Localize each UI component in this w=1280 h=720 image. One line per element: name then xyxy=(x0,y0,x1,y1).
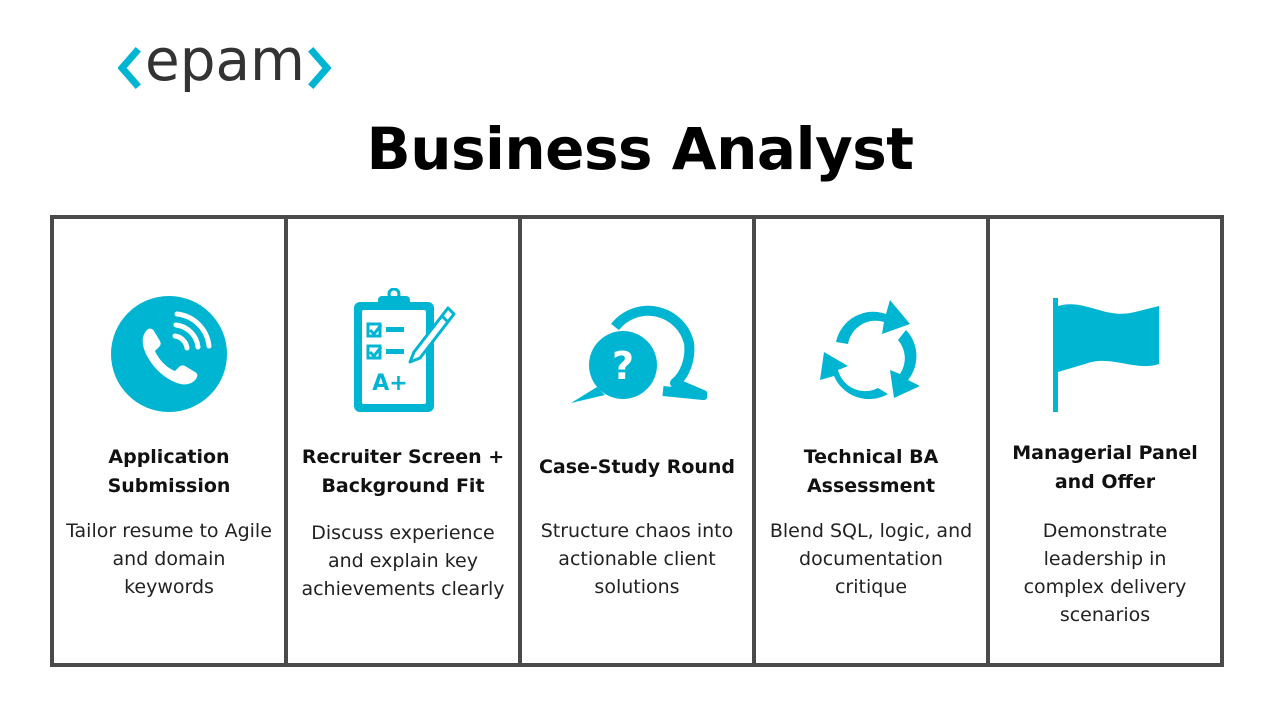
stage-title: Recruiter Screen + Background Fit xyxy=(301,446,505,497)
epam-logo-mark: epam xyxy=(118,30,332,94)
stage-description: Demonstrate leadership in complex delive… xyxy=(1023,520,1187,626)
stage-title: Application Submission xyxy=(107,446,231,497)
stage-application-submission: Application Submission Tailor resume to … xyxy=(54,219,288,663)
stage-title: Managerial Panel and Offer xyxy=(1012,442,1198,493)
epam-logo: epam xyxy=(118,30,333,120)
process-stages: Application Submission Tailor resume to … xyxy=(50,215,1224,667)
stage-description: Tailor resume to Agile and domain keywor… xyxy=(66,520,272,598)
stage-case-study-round: ? Case-Study Round Structure chaos into … xyxy=(522,219,756,663)
page-title: Business Analyst xyxy=(366,115,914,183)
flag-icon xyxy=(1053,298,1159,412)
stage-description: Blend SQL, logic, and documentation crit… xyxy=(769,520,973,598)
logo-right-chevron xyxy=(308,47,332,89)
phone-call-icon xyxy=(111,296,227,412)
stage-recruiter-screen: A+ Recruiter Screen + Background Fit Dis… xyxy=(288,219,522,663)
clipboard-checklist-icon: A+ xyxy=(354,288,456,412)
question-speech-bubbles-icon: ? xyxy=(571,305,707,403)
stage-technical-ba-assessment: Technical BA Assessment Blend SQL, logic… xyxy=(756,219,990,663)
svg-text:?: ? xyxy=(612,344,634,388)
stage-description: Structure chaos into actionable client s… xyxy=(540,520,734,598)
stage-title: Case-Study Round xyxy=(538,456,736,478)
logo-left-chevron xyxy=(118,47,141,89)
stage-description: Discuss experience and explain key achie… xyxy=(301,522,505,600)
cycle-arrows-icon xyxy=(820,300,920,400)
stage-title: Technical BA Assessment xyxy=(803,446,939,497)
stage-managerial-panel: Managerial Panel and Offer Demonstrate l… xyxy=(990,219,1220,663)
svg-text:A+: A+ xyxy=(372,371,407,396)
logo-wordmark: epam xyxy=(145,30,305,94)
